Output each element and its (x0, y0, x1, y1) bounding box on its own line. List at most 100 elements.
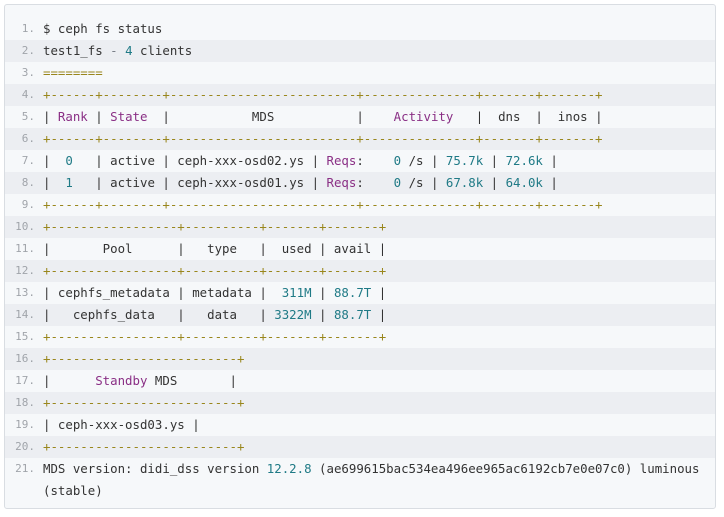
line-text: | Standby MDS | (43, 370, 715, 392)
line-text: | cephfs_data | data | 3322M | 88.7T | (43, 304, 715, 326)
code-token: | cephfs_data | data | (43, 307, 275, 322)
code-token: : (356, 153, 394, 168)
code-token: +-------------------------+ (43, 395, 245, 410)
code-token: | (43, 109, 58, 124)
code-token: | active | ceph-xxx-osd01.ys | (72, 175, 327, 190)
code-token (118, 43, 125, 58)
code-block: 1. $ ceph fs status 2. test1_fs - 4 clients… (4, 4, 716, 509)
code-token: /s | (401, 175, 446, 190)
code-token: (ae699615bac534ea496ee965ac6192cb7e0e07c… (43, 461, 700, 498)
code-lines: 1. $ ceph fs status 2. test1_fs - 4 clients… (5, 18, 715, 502)
code-line: 10.+-----------------+----------+-------… (5, 216, 715, 238)
code-line: 19. | ceph-xxx-osd03.ys | (5, 414, 715, 436)
line-number: 7. (21, 154, 35, 167)
code-line: 21. MDS version: didi_dss version 12.2.8 … (5, 458, 715, 502)
code-token: | (542, 175, 558, 190)
code-token: $ ceph fs status (43, 21, 163, 36)
line-number: 14. (15, 308, 35, 321)
code-token: 0 (393, 175, 402, 190)
code-token: +------+--------+-----------------------… (43, 197, 603, 212)
line-text: +------+--------+-----------------------… (43, 194, 715, 216)
line-text: | Rank | State | MDS | Activity | dns | … (43, 106, 715, 128)
code-token: 4 (125, 43, 133, 58)
code-token: +------+--------+-----------------------… (43, 87, 603, 102)
code-token: | (87, 109, 111, 124)
code-token: Rank (57, 109, 88, 124)
code-token: | ceph-xxx-osd03.ys | (43, 417, 200, 432)
line-number: 19. (15, 418, 35, 431)
code-line: 1. $ ceph fs status (5, 18, 715, 40)
code-token: | (311, 307, 334, 322)
code-token: | MDS | (147, 109, 394, 124)
line-text: $ ceph fs status (43, 18, 715, 40)
code-line: 18.+-------------------------+ (5, 392, 715, 414)
code-token: Standby (95, 373, 148, 388)
line-text: +-----------------+----------+-------+--… (43, 216, 715, 238)
code-token: +-----------------+----------+-------+--… (43, 263, 387, 278)
line-text: | 1 | active | ceph-xxx-osd01.ys | Reqs:… (43, 172, 715, 194)
code-line: 9. +------+--------+---------------------… (5, 194, 715, 216)
code-line: 15. +-----------------+----------+-------… (5, 326, 715, 348)
code-line: 12. +-----------------+----------+-------… (5, 260, 715, 282)
code-token: | cephfs_metadata | metadata | (43, 285, 282, 300)
code-line: 20. +-------------------------+ (5, 436, 715, 458)
line-text: +-----------------+----------+-------+--… (43, 326, 715, 348)
code-token: ======== (43, 65, 103, 80)
code-line: 13.| cephfs_metadata | metadata | 311M |… (5, 282, 715, 304)
code-token: MDS | (147, 373, 237, 388)
line-number: 15. (15, 330, 35, 343)
code-token: /s | (401, 153, 446, 168)
code-token: +-----------------+----------+-------+--… (43, 329, 387, 344)
line-text: MDS version: didi_dss version 12.2.8 (ae… (43, 458, 715, 502)
line-number: 9. (21, 198, 35, 211)
code-token: 64.0k (505, 175, 543, 190)
code-token: +-----------------+----------+-------+--… (43, 219, 387, 234)
line-number: 21. (15, 462, 35, 475)
line-number: 1. (21, 22, 35, 35)
code-token: +-------------------------+ (43, 439, 245, 454)
code-token: clients (132, 43, 193, 58)
line-number: 8. (21, 176, 35, 189)
line-number: 2. (21, 44, 35, 57)
code-token: Reqs (326, 153, 357, 168)
code-token: 1 (65, 175, 73, 190)
code-token: | (311, 285, 334, 300)
code-token: 75.7k (445, 153, 484, 168)
code-token: | (43, 153, 66, 168)
line-text: +-------------------------+ (43, 392, 715, 414)
code-line: 16.+-------------------------+ (5, 348, 715, 370)
code-token: - (110, 43, 118, 58)
code-line: 6.+------+--------+---------------------… (5, 128, 715, 150)
line-text: | Pool | type | used | avail | (43, 238, 715, 260)
code-token: | (371, 285, 387, 300)
line-number: 12. (15, 264, 35, 277)
line-text: +-------------------------+ (43, 348, 715, 370)
code-token: 0 (65, 153, 73, 168)
line-text: +------+--------+-----------------------… (43, 84, 715, 106)
code-token: Reqs (326, 175, 357, 190)
line-text: +------+--------+-----------------------… (43, 128, 715, 150)
code-token: 0 (393, 153, 402, 168)
code-token: | (371, 307, 387, 322)
line-number: 20. (15, 440, 35, 453)
line-number: 3. (21, 66, 35, 79)
code-token: +------+--------+-----------------------… (43, 131, 603, 146)
code-line: 11. | Pool | type | used | avail | (5, 238, 715, 260)
code-token: | (43, 373, 96, 388)
line-text: | 0 | active | ceph-xxx-osd02.ys | Reqs:… (43, 150, 715, 172)
code-token: | (483, 175, 506, 190)
code-token: 67.8k (445, 175, 484, 190)
code-token: | (483, 153, 506, 168)
line-text: ======== (43, 62, 715, 84)
code-token: : (356, 175, 394, 190)
line-text: +-----------------+----------+-------+--… (43, 260, 715, 282)
line-number: 11. (15, 242, 35, 255)
code-token: State (110, 109, 148, 124)
code-line: 3. ======== (5, 62, 715, 84)
line-number: 4. (21, 88, 35, 101)
code-token: test1_fs (43, 43, 111, 58)
code-line: 14. | cephfs_data | data | 3322M | 88.7T … (5, 304, 715, 326)
code-line: 5.| Rank | State | MDS | Activity | dns … (5, 106, 715, 128)
code-token: 88.7T (333, 285, 372, 300)
code-token: | (43, 175, 66, 190)
